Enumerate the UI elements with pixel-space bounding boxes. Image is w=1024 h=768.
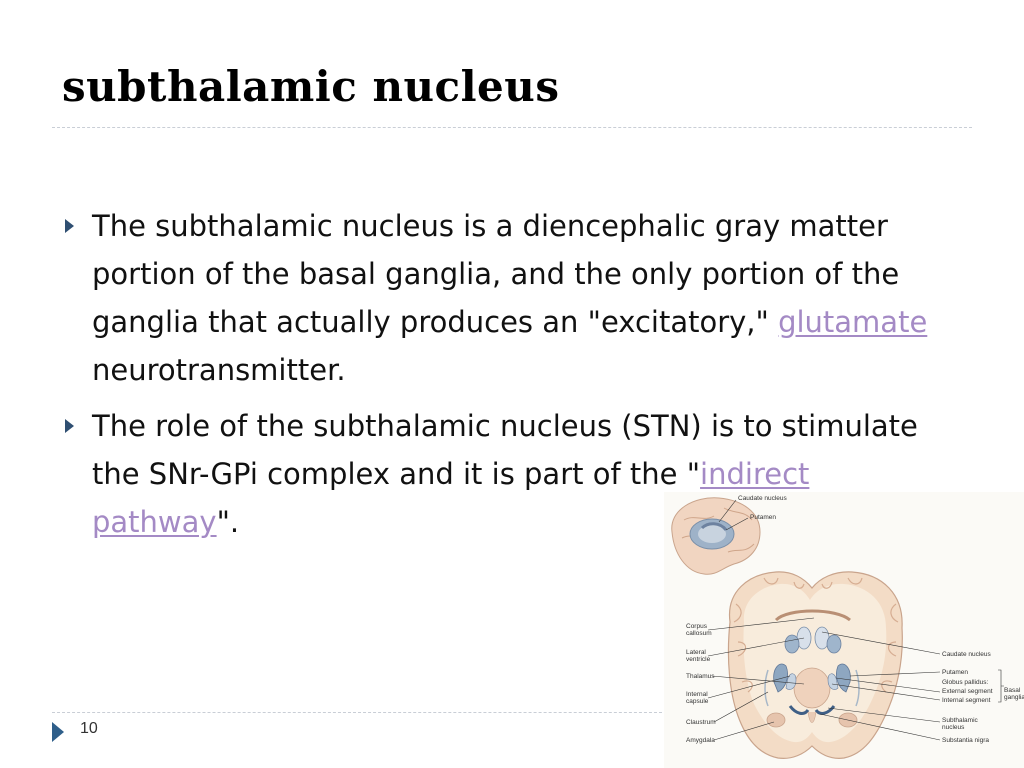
brain-illustration: Caudate nucleus Putamen C [671, 495, 1024, 759]
label-basal-ganglia-1: Basal [1004, 687, 1021, 694]
label-caudate-nucleus: Caudate nucleus [942, 651, 992, 658]
bullet-arrow-icon [65, 419, 74, 433]
indirect-pathway-link[interactable]: indirect pathway [92, 457, 810, 539]
label-claustrum: Claustrum [686, 719, 716, 726]
coronal-section [727, 571, 903, 759]
label-external-segment: External segment [942, 688, 993, 695]
bullet-text-end: neurotransmitter. [92, 353, 346, 387]
glutamate-link[interactable]: glutamate [778, 305, 928, 339]
label-subthalamic-nucleus-2: nucleus [942, 724, 965, 731]
bullet-text: The subthalamic nucleus is a diencephali… [92, 209, 900, 339]
bullet-list: The subthalamic nucleus is a diencephali… [60, 202, 960, 554]
label-putamen-small: Putamen [750, 514, 776, 521]
footer-arrow-icon [52, 722, 64, 742]
bullet-text: The role of the subthalamic nucleus (STN… [92, 409, 918, 491]
label-internal-capsule-2: capsule [686, 698, 709, 705]
label-internal-capsule-1: Internal [686, 691, 708, 698]
label-lateral-ventricle-1: Lateral [686, 649, 706, 656]
footer-divider [52, 712, 662, 713]
title-divider [52, 127, 972, 128]
brain-anatomy-figure: Caudate nucleus Putamen C [664, 492, 1024, 768]
label-putamen: Putamen [942, 669, 968, 676]
label-corpus-callosum-2: callosum [686, 630, 712, 637]
bullet-text-end: ". [216, 505, 240, 539]
label-amygdala: Amygdala [686, 737, 715, 744]
lateral-brain-inset [671, 497, 761, 575]
label-internal-segment: Internal segment [942, 697, 991, 704]
label-lateral-ventricle-2: ventricle [686, 656, 711, 663]
label-globus-pallidus: Globus pallidus: [942, 679, 988, 686]
slide-number: 10 [80, 720, 98, 737]
bullet-arrow-icon [65, 219, 74, 233]
label-corpus-callosum-1: Corpus [686, 623, 708, 630]
bullet-item: The subthalamic nucleus is a diencephali… [60, 202, 960, 394]
label-substantia-nigra: Substantia nigra [942, 737, 989, 744]
label-caudate-small: Caudate nucleus [738, 495, 788, 502]
bullet-item: The role of the subthalamic nucleus (STN… [60, 402, 960, 546]
label-thalamus: Thalamus [686, 673, 715, 680]
label-basal-ganglia-2: ganglia [1004, 694, 1024, 701]
label-subthalamic-nucleus-1: Subthalamic [942, 717, 979, 724]
slide-title: subthalamic nucleus [62, 62, 560, 111]
